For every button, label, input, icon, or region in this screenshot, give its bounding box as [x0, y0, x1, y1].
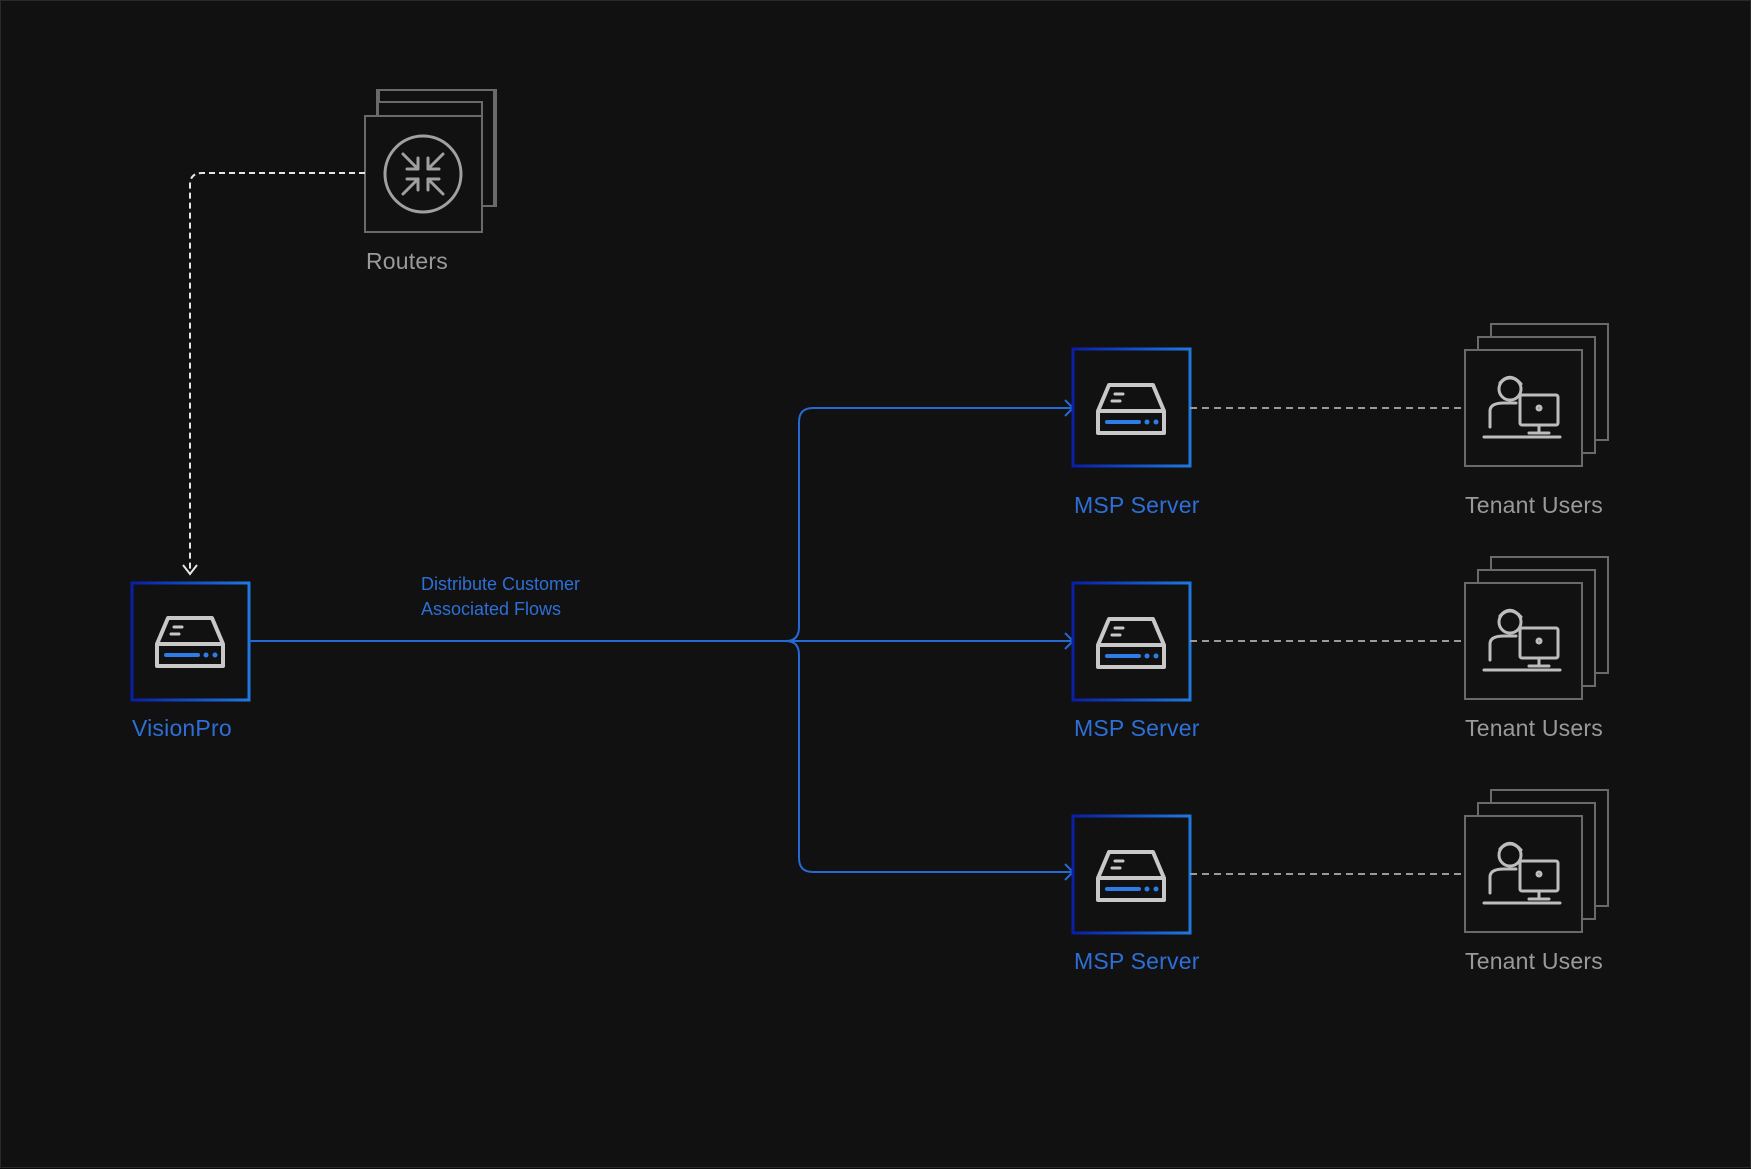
- flow-label-line-1: Distribute Customer: [421, 574, 581, 594]
- msp-server-label: MSP Server: [1074, 492, 1200, 518]
- tenant-users-label: Tenant Users: [1465, 492, 1603, 518]
- msp-server-node[interactable]: [1071, 347, 1192, 468]
- tenant-users-node[interactable]: [1464, 323, 1609, 467]
- distribution-flow: [249, 399, 1075, 881]
- router-stack-front: [364, 115, 483, 233]
- tenant-users-node[interactable]: [1464, 556, 1609, 700]
- msp-to-tenant-connectors: [1190, 407, 1466, 875]
- routers-to-visionpro-connector: [182, 172, 365, 576]
- msp-server-label: MSP Server: [1074, 715, 1200, 741]
- routers-node[interactable]: [364, 89, 497, 233]
- flow-label: Distribute Customer Associated Flows: [421, 572, 580, 622]
- router-icon: [383, 134, 463, 214]
- routers-label: Routers: [366, 248, 448, 274]
- visionpro-node[interactable]: [130, 581, 251, 702]
- msp-server-node[interactable]: [1071, 814, 1192, 935]
- tenant-users-node[interactable]: [1464, 789, 1609, 933]
- tenant-users-label: Tenant Users: [1465, 948, 1603, 974]
- msp-server-node[interactable]: [1071, 581, 1192, 702]
- flow-label-line-2: Associated Flows: [421, 599, 562, 619]
- msp-server-label: MSP Server: [1074, 948, 1200, 974]
- visionpro-label: VisionPro: [132, 715, 232, 741]
- tenant-users-label: Tenant Users: [1465, 715, 1603, 741]
